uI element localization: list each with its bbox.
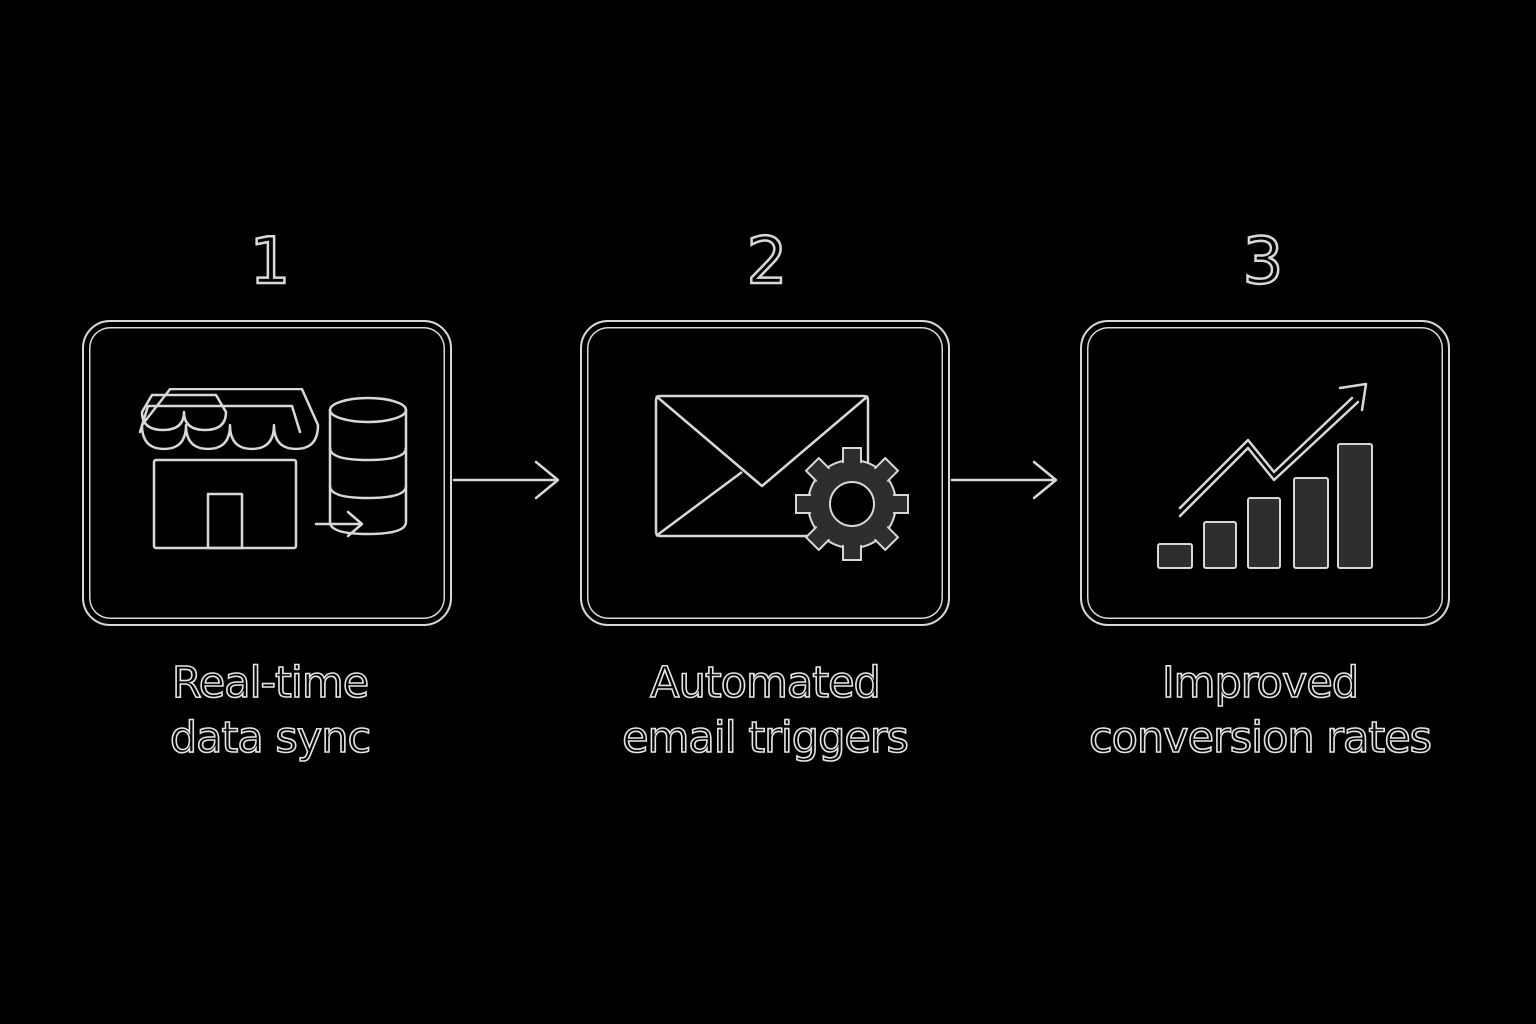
store-database-sync-icon — [138, 388, 408, 550]
step-1-label-line2: data sync — [169, 712, 372, 764]
step-3-label: Improved conversion rates — [1030, 656, 1490, 766]
email-gear-icon — [654, 394, 909, 561]
arrow-right-icon — [950, 460, 1058, 500]
step-3-label-line2: conversion rates — [1088, 712, 1433, 764]
step-3-label-line1: Improved — [1161, 657, 1360, 709]
step-1-number: 1 — [248, 224, 291, 301]
step-2-label-line1: Automated — [649, 657, 881, 709]
gear-icon — [795, 447, 909, 561]
step-2-label-line2: email triggers — [621, 712, 909, 764]
step-3-number: 3 — [1241, 224, 1284, 301]
step-2-number: 2 — [745, 224, 788, 301]
growth-chart-icon — [1157, 382, 1373, 569]
step-3-box — [1080, 320, 1450, 626]
step-2-label: Automated email triggers — [535, 656, 995, 766]
arrow-right-icon — [452, 460, 560, 500]
step-2-box — [580, 320, 950, 626]
step-1-box — [82, 320, 452, 626]
step-1-label-line1: Real-time — [171, 657, 370, 709]
step-1-label: Real-time data sync — [40, 656, 500, 766]
